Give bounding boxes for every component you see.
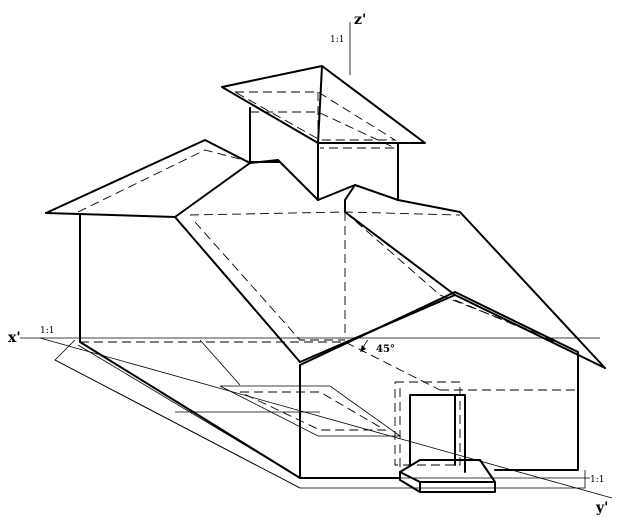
x-axis-label: x' bbox=[8, 330, 21, 346]
front-gable bbox=[299, 291, 579, 471]
y-axis bbox=[39, 337, 613, 499]
roof-left-hip bbox=[45, 212, 301, 363]
left-wall bbox=[79, 214, 301, 479]
cupola-hidden-base bbox=[250, 111, 396, 149]
roof-cut bbox=[344, 184, 356, 213]
cupola-left-wall bbox=[249, 107, 281, 163]
cupola-plan bbox=[219, 385, 402, 437]
ground-outline bbox=[54, 339, 586, 489]
cupola-hidden-top bbox=[234, 91, 397, 141]
ground-plan bbox=[54, 339, 590, 489]
angle-label: 45° bbox=[376, 344, 395, 355]
angle-annotation: 45° bbox=[360, 339, 395, 355]
hidden-base-right bbox=[440, 389, 579, 470]
cupola-roof bbox=[221, 65, 426, 144]
angle-arc bbox=[361, 339, 369, 353]
hidden-hip-right bbox=[344, 211, 556, 341]
visible-edges bbox=[45, 65, 606, 493]
roof-valley-center bbox=[344, 211, 456, 296]
hidden-edges bbox=[77, 91, 579, 470]
door-frame bbox=[409, 394, 456, 466]
door-hidden bbox=[394, 381, 461, 466]
door-step-top bbox=[399, 459, 496, 483]
roof-left-eave bbox=[45, 139, 249, 214]
door-side bbox=[454, 394, 466, 473]
axes: x' y' z' 1:1 1:1 1:1 bbox=[8, 12, 613, 516]
hidden-hip-left bbox=[194, 221, 345, 341]
y-axis-label: y' bbox=[595, 500, 608, 516]
ground-edge-mid bbox=[199, 339, 241, 386]
angle-arrow-icon bbox=[360, 345, 366, 352]
roof-valley-left bbox=[174, 159, 319, 218]
z-axis-label: z' bbox=[354, 12, 366, 28]
z-scale-label: 1:1 bbox=[330, 35, 344, 45]
roof-hidden-ridge bbox=[189, 211, 461, 216]
cupola-roof-ridge bbox=[317, 65, 323, 144]
roof-hidden-left bbox=[77, 149, 256, 213]
cupola-plan-inner bbox=[239, 391, 387, 431]
y-scale-label: 1:1 bbox=[590, 475, 604, 485]
x-scale-label: 1:1 bbox=[40, 326, 54, 336]
hidden-base-left bbox=[80, 341, 441, 391]
roof-front-hip bbox=[299, 294, 606, 369]
